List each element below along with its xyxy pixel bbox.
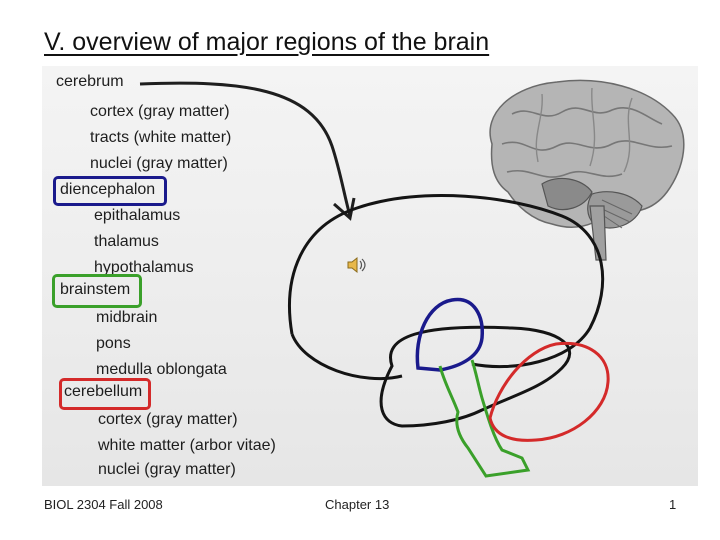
list-item: thalamus xyxy=(94,233,159,250)
list-item: medulla oblongata xyxy=(96,361,227,378)
footer-chapter: Chapter 13 xyxy=(325,497,390,512)
list-item: nuclei (gray matter) xyxy=(90,155,228,172)
list-item: epithalamus xyxy=(94,207,181,224)
outline-heading-diencephalon: diencephalon xyxy=(60,181,156,198)
footer-page-number: 1 xyxy=(669,497,677,512)
outline-heading-cerebrum: cerebrum xyxy=(56,73,124,90)
speaker-icon[interactable] xyxy=(346,256,368,274)
cerebellum-circle xyxy=(59,378,151,410)
list-item: tracts (white matter) xyxy=(90,129,232,146)
list-item: midbrain xyxy=(96,309,158,326)
list-item: cortex (gray matter) xyxy=(98,411,238,428)
list-item: pons xyxy=(96,335,131,352)
whiteboard-photo: cerebrum cortex (gray matter) tracts (wh… xyxy=(42,66,698,486)
outline-heading-brainstem: brainstem xyxy=(60,281,131,298)
brain-regions-outline: cerebrum cortex (gray matter) tracts (wh… xyxy=(42,66,372,486)
list-item: cortex (gray matter) xyxy=(90,103,230,120)
footer-course: BIOL 2304 Fall 2008 xyxy=(44,497,163,512)
slide-title: V. overview of major regions of the brai… xyxy=(44,28,490,56)
brainstem-circle xyxy=(52,274,142,308)
diencephalon-circle xyxy=(53,176,167,206)
brain-diagram xyxy=(139,79,685,478)
list-item: hypothalamus xyxy=(94,259,194,276)
list-item: white matter (arbor vitae) xyxy=(98,437,276,454)
brain-illustration xyxy=(489,79,685,261)
list-item: nuclei (gray matter) xyxy=(98,461,236,478)
outline-heading-cerebellum: cerebellum xyxy=(64,383,143,400)
